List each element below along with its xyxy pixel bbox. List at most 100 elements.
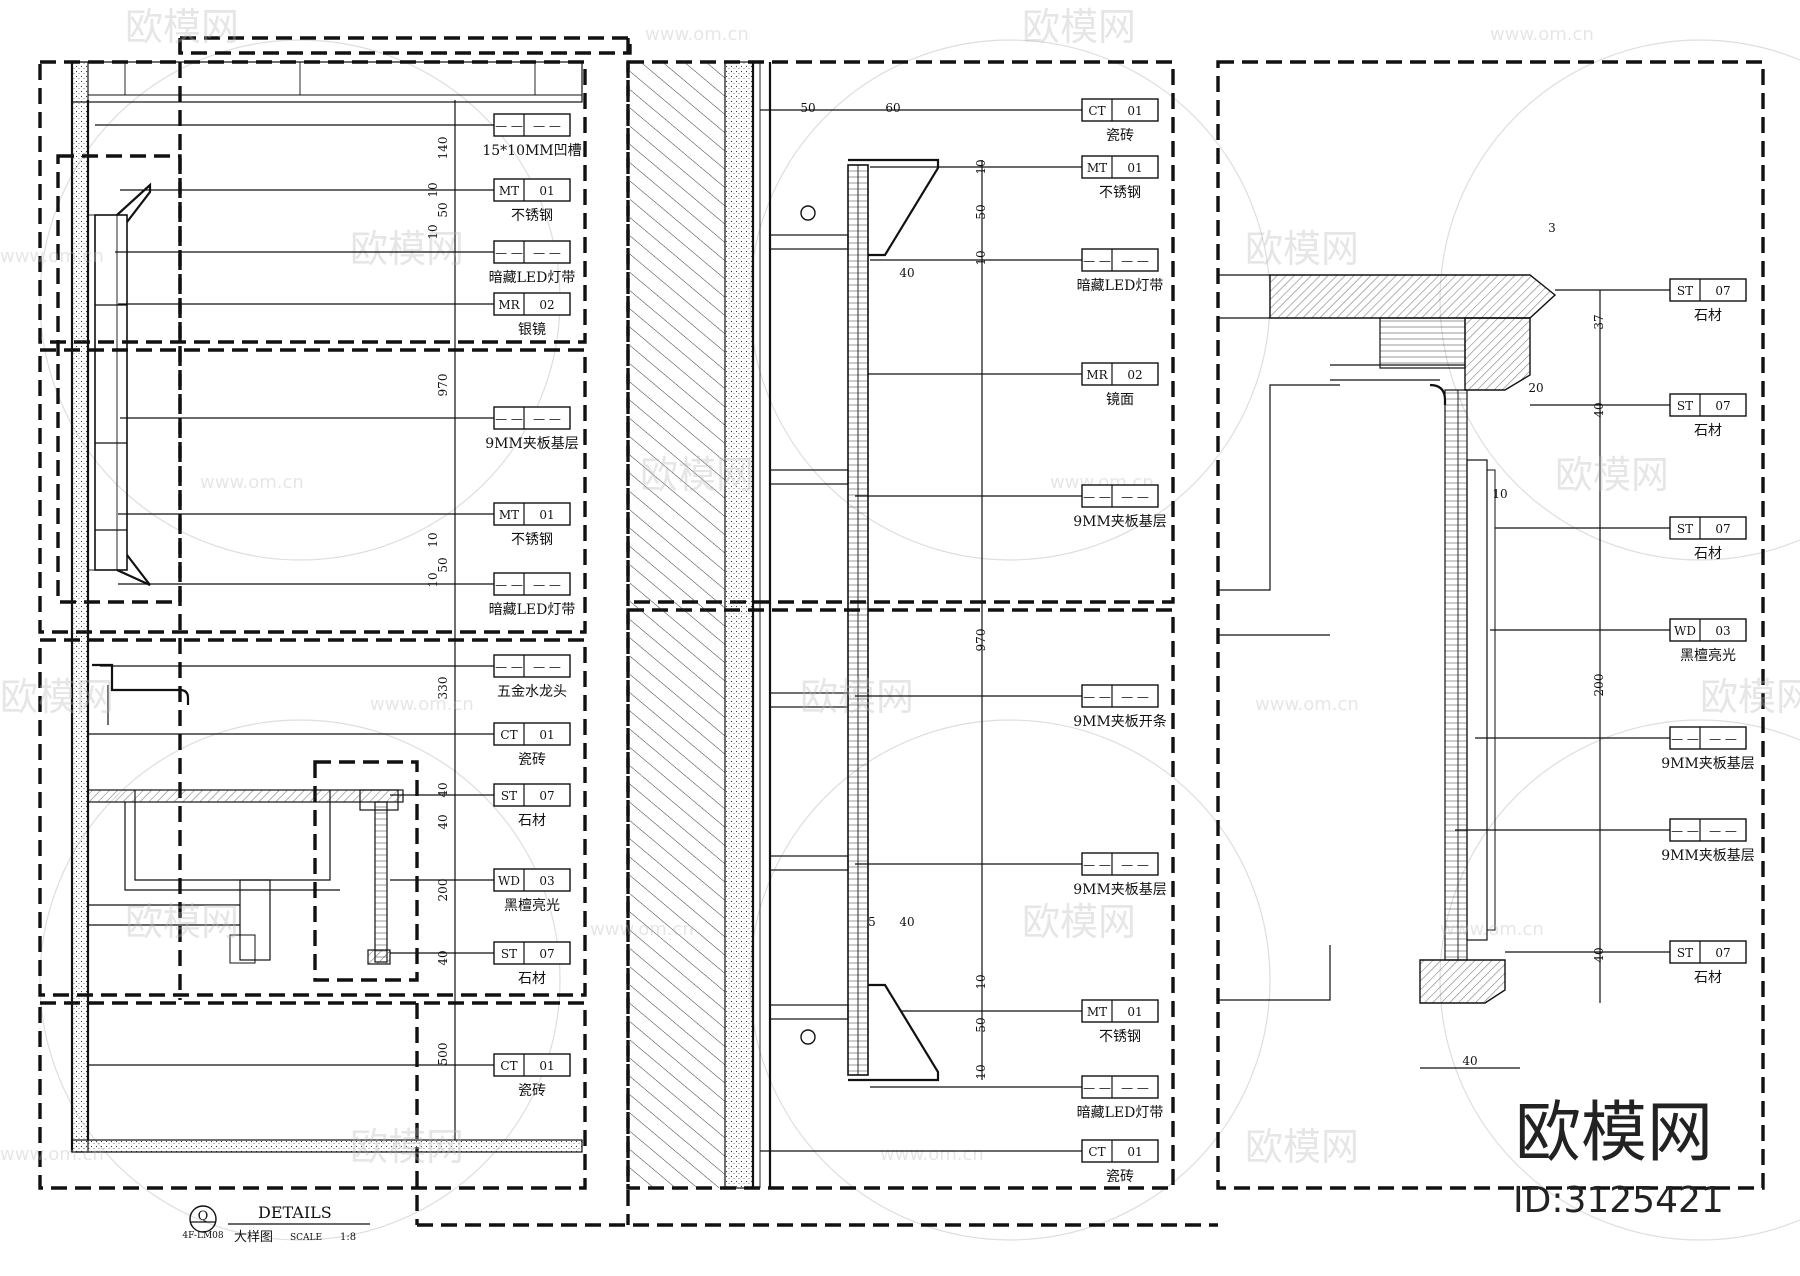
- watermark-brand: 欧模网: [1700, 675, 1800, 719]
- right-section-geometry: [1218, 274, 1601, 1069]
- left-tag-0: — —— —15*10MM凹槽: [95, 113, 582, 159]
- tag-code: CT: [1088, 1145, 1105, 1159]
- tag-label: 暗藏LED灯带: [489, 602, 576, 618]
- mid-dim-8: 5: [868, 915, 876, 929]
- tag-number: 01: [539, 508, 554, 522]
- tag-number: 07: [1715, 284, 1730, 298]
- tag-number: — —: [1121, 690, 1149, 704]
- watermark-url: www.om.cn: [200, 472, 304, 493]
- tag-label: 暗藏LED灯带: [1077, 278, 1164, 294]
- watermark-brand: 欧模网: [1555, 453, 1669, 497]
- tag-code: ST: [1677, 946, 1693, 960]
- tag-number: 01: [1127, 161, 1142, 175]
- tag-number: 07: [1715, 946, 1730, 960]
- tag-label: 不锈钢: [511, 208, 553, 224]
- tag-number: 02: [1127, 368, 1142, 382]
- tag-label: 瓷砖: [518, 1083, 546, 1099]
- watermark-brand: 欧模网: [125, 900, 239, 944]
- watermark-url: www.om.cn: [1255, 694, 1359, 715]
- tag-code: CT: [1088, 104, 1105, 118]
- right-tag-4: — —— —9MM夹板基层: [1475, 726, 1755, 772]
- title-block: Q 4F-LM08 DETAILS 大样图 SCALE 1:8: [182, 1203, 370, 1245]
- tag-code: — —: [495, 246, 523, 260]
- tag-label: 9MM夹板基层: [485, 435, 579, 452]
- mid-dim-top-1: 60: [885, 101, 900, 115]
- section-symbol: [189, 1205, 217, 1233]
- left-dim-small-0: 10: [426, 182, 440, 197]
- tag-label: 石材: [1694, 308, 1722, 324]
- tag-code: ST: [501, 789, 517, 803]
- middle-tag-2: — —— —暗藏LED灯带: [870, 248, 1164, 294]
- mid-dim-2: 10: [974, 250, 988, 265]
- mid-dim-1: 50: [974, 204, 988, 219]
- left-dim-9: 500: [436, 1043, 450, 1066]
- tag-label: 镜面: [1106, 392, 1134, 408]
- right-dim-5: 200: [1592, 674, 1606, 697]
- right-dim-0: 3: [1548, 221, 1556, 235]
- tag-code: — —: [495, 660, 523, 674]
- tag-label: 黑檀亮光: [504, 897, 560, 914]
- tag-code: ST: [1677, 284, 1693, 298]
- left-dim-small-1: 10: [426, 224, 440, 239]
- tag-code: MR: [1086, 368, 1108, 382]
- tag-number: — —: [533, 578, 561, 592]
- middle-tag-4: — —— —9MM夹板基层: [855, 484, 1167, 530]
- left-dim-4: 330: [436, 677, 450, 700]
- left-tag-4: — —— —9MM夹板基层: [120, 406, 579, 452]
- watermark-url: www.om.cn: [1440, 919, 1544, 940]
- left-section-geometry: [70, 61, 583, 1153]
- tag-number: 07: [539, 947, 554, 961]
- mid-dim-3: 40: [899, 266, 914, 280]
- right-dim-3: 40: [1592, 402, 1606, 417]
- tag-number: 01: [539, 1059, 554, 1073]
- tag-number: — —: [533, 119, 561, 133]
- mid-dim-0: 10: [974, 159, 988, 174]
- watermark-url: www.om.cn: [880, 1144, 984, 1165]
- watermark-brand: 欧模网: [350, 1125, 464, 1169]
- watermark-brand: 欧模网: [0, 675, 114, 719]
- tag-label: 9MM夹板基层: [1661, 755, 1755, 772]
- tag-code: — —: [1671, 732, 1699, 746]
- middle-tag-8: — —— —暗藏LED灯带: [870, 1075, 1163, 1121]
- tag-label: 瓷砖: [518, 752, 546, 768]
- tag-number: — —: [533, 246, 561, 260]
- brand-logo-text: 欧模网: [1515, 1094, 1713, 1171]
- section-letter: Q: [198, 1209, 209, 1224]
- tag-code: — —: [495, 412, 523, 426]
- mid-dim-6: 50: [974, 1017, 988, 1032]
- tag-label: 不锈钢: [1099, 1029, 1141, 1045]
- right-dim-1: 37: [1592, 314, 1606, 329]
- watermark-brand: 欧模网: [800, 675, 914, 719]
- tag-label: 9MM夹板开条: [1073, 713, 1167, 730]
- tag-code: ST: [1677, 399, 1693, 413]
- tag-label: 瓷砖: [1106, 1169, 1134, 1185]
- middle-tag-3: MR 02 镜面: [868, 362, 1159, 408]
- right-dim-7: 40: [1462, 1054, 1477, 1068]
- tag-code: MR: [498, 298, 520, 312]
- tag-number: 01: [1127, 1005, 1142, 1019]
- tag-label: 瓷砖: [1106, 128, 1134, 144]
- middle-section-geometry: [630, 61, 983, 1189]
- watermark-url: www.om.cn: [1490, 24, 1594, 45]
- tag-code: MT: [1087, 161, 1107, 175]
- watermark-brand: 欧模网: [1022, 900, 1136, 944]
- middle-tag-6: — —— —9MM夹板基层: [855, 852, 1167, 898]
- mid-dim-7: 10: [974, 1064, 988, 1079]
- tag-label: 9MM夹板基层: [1073, 513, 1167, 530]
- sheet-ref: 4F-LM08: [182, 1231, 224, 1241]
- watermark-url: www.om.cn: [590, 919, 694, 940]
- tag-label: 石材: [1694, 546, 1722, 562]
- watermark-brand: 欧模网: [1022, 5, 1136, 49]
- tag-code: — —: [1083, 254, 1111, 268]
